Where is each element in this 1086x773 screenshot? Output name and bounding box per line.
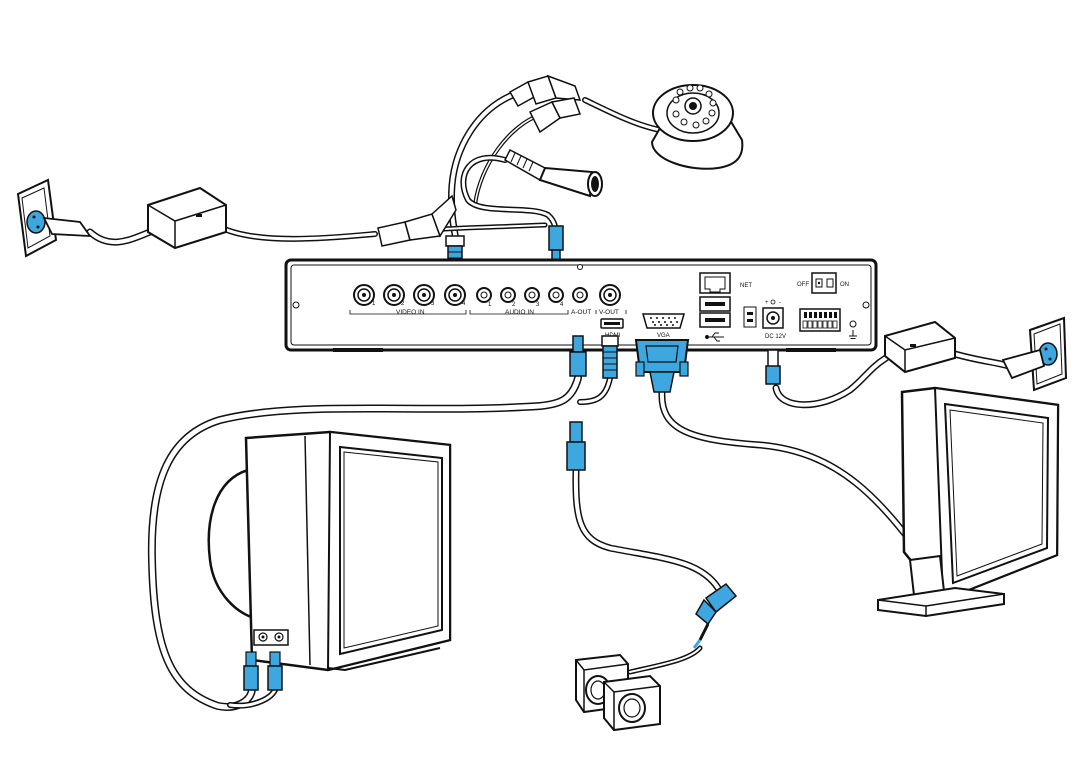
speaker-audio-plugs	[566, 421, 738, 649]
alarm-terminal-block	[799, 308, 841, 332]
crt-tv-icon	[207, 430, 452, 691]
off-label: OFF	[797, 282, 809, 288]
v-out-bnc-plug	[601, 335, 619, 379]
rca-port	[524, 287, 540, 303]
audio-in-ports: 1 2 3 4 AUDIO IN	[469, 287, 569, 316]
socket-icon	[26, 210, 46, 234]
video-in-channel-label: 4	[462, 301, 466, 307]
dvr-recorder: 1 2 3 4 VIDEO IN 1 2 3 4 AUDIO IN A-OUT	[284, 258, 878, 352]
video-in-ports: 1 2 3 4 VIDEO IN	[349, 284, 467, 316]
video-out-port: V-OUT	[595, 284, 627, 316]
v-out-label: V-OUT	[599, 309, 619, 316]
microphone-icon	[504, 148, 603, 198]
net-label: NET	[740, 283, 752, 289]
svg-text:-: -	[779, 300, 781, 306]
audio-in-channel-label: 4	[560, 302, 564, 308]
ground-icon	[849, 320, 857, 339]
cable-vga	[658, 388, 929, 564]
svg-text:+: +	[765, 300, 769, 306]
power-adapter-right	[884, 320, 956, 374]
bnc-port	[383, 284, 405, 306]
rs485-terminal	[743, 306, 757, 328]
rca-port	[476, 287, 492, 303]
audio-in-channel-label: 3	[536, 302, 540, 308]
camera-connector-cluster	[508, 74, 582, 134]
tv-av-input-panel	[253, 629, 289, 646]
video-in-channel-label: 1	[372, 301, 376, 307]
a-out-label: A-OUT	[571, 309, 591, 316]
network-port: NET	[699, 272, 752, 294]
cable-microphone	[460, 154, 559, 243]
video-in-channel-label: 2	[401, 301, 405, 307]
audio-out-port: A-OUT	[571, 287, 591, 316]
power-plug	[1001, 348, 1046, 380]
cable-speaker	[572, 466, 722, 675]
usb-icon	[705, 332, 724, 342]
video-in-channel-label: 3	[431, 301, 435, 307]
lcd-monitor-icon	[877, 386, 1060, 618]
bnc-port	[413, 284, 435, 306]
wall-socket-right	[1001, 316, 1068, 392]
bnc-port	[353, 284, 375, 306]
wall-socket-left	[16, 178, 92, 258]
power-splitter-connector	[377, 194, 457, 247]
vga-plug	[634, 339, 690, 393]
dc-power-port: DC 12V + -	[762, 299, 786, 340]
led-indicator	[196, 214, 202, 217]
cable-left-power	[86, 225, 378, 246]
power-adapter-left	[147, 186, 227, 250]
audio-in-label: AUDIO IN	[505, 309, 534, 316]
rca-port	[500, 287, 516, 303]
on-label: ON	[840, 282, 849, 288]
cable-tv	[147, 374, 613, 711]
tv-rca-plugs	[243, 651, 283, 691]
video-in-label: VIDEO IN	[396, 309, 425, 316]
bnc-port	[444, 284, 466, 306]
cable-camera	[448, 90, 663, 244]
audio-in-channel-label: 1	[488, 302, 492, 308]
vga-port: VGA	[642, 313, 685, 339]
power-switch: OFF ON	[797, 272, 849, 294]
dc-label: DC 12V	[765, 334, 786, 340]
dc-power-plug	[765, 349, 781, 385]
led-indicator	[910, 344, 916, 347]
audio-in-channel-label: 2	[512, 302, 516, 308]
power-plug	[42, 216, 92, 237]
speakers-icon	[575, 653, 661, 732]
usb-ports	[699, 296, 731, 342]
speaker-right	[603, 674, 661, 732]
vga-label: VGA	[657, 333, 670, 339]
rca-port	[548, 287, 564, 303]
dome-camera-icon	[650, 84, 744, 170]
a-out-rca-plug	[569, 335, 587, 377]
